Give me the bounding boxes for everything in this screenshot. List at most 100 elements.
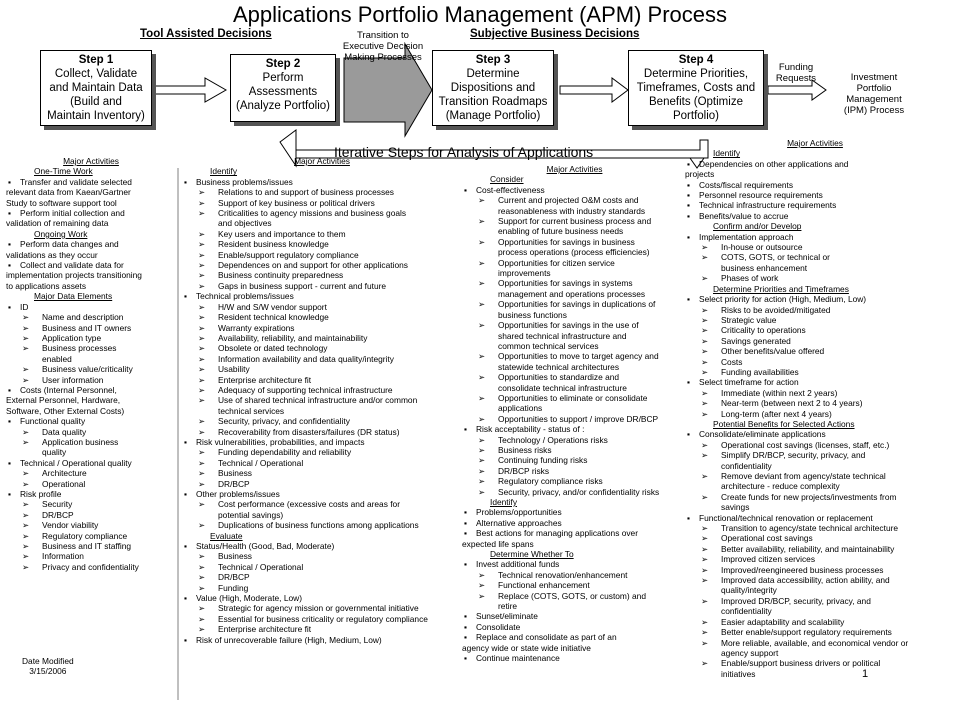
sub-bullet-item: ➢Funding [182,583,462,593]
item-text: Warranty expirations [218,322,295,333]
square-bullet-icon: ▪ [687,210,690,221]
date-modified: Date Modified 3/15/2006 [22,656,74,676]
square-bullet-icon: ▪ [687,377,690,388]
arrow-bullet-icon: ➢ [22,364,30,375]
subsection-heading: Determine Priorities and Timeframes [685,284,945,294]
sub-bullet-item: ➢Operational [6,479,176,489]
arrow-bullet-icon: ➢ [701,252,709,263]
item-text: Perform data changes and [20,239,119,250]
bullet-item: ▪Continue maintenance [462,653,687,663]
sub-bullet-item: ➢Strategic for agency mission or governm… [182,603,462,613]
sub-bullet-item: ➢Usability [182,364,462,374]
sub-bullet-item: ➢Business processes [6,343,176,353]
step-2-box[interactable]: Step 2 Perform Assessments (Analyze Port… [230,54,336,122]
arrow-bullet-icon: ➢ [478,351,486,362]
item-text: Support of key business or political dri… [218,197,375,208]
sub-bullet-item: ➢Savings generated [685,336,945,346]
square-bullet-icon: ▪ [184,489,187,499]
funding-label-line: Requests [775,73,817,84]
sub-bullet-item: ➢Business [182,551,462,561]
sub-bullet-item: ➢Better enable/support regulatory requir… [685,627,945,637]
item-text: Adequacy of supporting technical infrast… [218,384,393,395]
arrow-bullet-icon: ➢ [701,554,709,565]
sub-bullet-item: ➢Relations to and support of business pr… [182,187,462,197]
item-text: and objectives [218,218,272,229]
sub-bullet-continuation: and objectives [182,218,462,228]
sub-bullet-item: ➢Resident technical knowledge [182,312,462,322]
square-bullet-icon: ▪ [8,489,11,499]
item-text: Personnel resource requirements [699,190,823,201]
sub-bullet-continuation: management and operations processes [462,289,687,299]
bullet-item: ▪Costs (Internal Personnel, [6,385,176,395]
step-1-head: Step 1 [78,54,114,66]
step-4-line: Benefits (Optimize [649,96,743,108]
arrow-bullet-icon: ➢ [22,541,30,552]
step-2-head: Step 2 [265,58,301,70]
subsection-heading: Potential Benefits for Selected Actions [685,419,945,429]
item-text: Technical / Operational [218,561,304,572]
arrow-bullet-icon: ➢ [701,335,709,346]
square-bullet-icon: ▪ [8,301,11,312]
step-3-box[interactable]: Step 3 Determine Dispositions and Transi… [432,50,554,126]
sub-bullet-continuation: savings [685,502,945,512]
bullet-item: ▪ID [6,302,176,312]
transition-label-line: Making Processes [344,52,422,63]
square-bullet-icon: ▪ [184,436,187,447]
sub-bullet-continuation: agency support [685,648,945,658]
item-text: Business and IT owners [42,322,132,333]
step-1-box[interactable]: Step 1 Collect, Validate and Maintain Da… [40,50,152,126]
item-text: Continue maintenance [476,653,560,664]
bullet-item: ▪Technical problems/issues [182,291,462,301]
arrow-bullet-icon: ➢ [198,457,206,468]
arrow-bullet-icon: ➢ [701,595,709,606]
step-4-box[interactable]: Step 4 Determine Priorities, Timeframes,… [628,50,764,126]
sub-bullet-item: ➢Functional enhancement [462,580,687,590]
item-text: Problems/opportunities [476,507,562,518]
item-text: Technical / Operational [218,457,304,468]
bullet-continuation: agency wide or state wide initiative [462,643,687,653]
step-4-line: Timeframes, Costs and [636,82,756,94]
item-text: Opportunities to eliminate or consolidat… [498,392,648,403]
item-text: Study to software support tool [6,197,117,208]
sub-bullet-continuation: reasonableness with industry standards [462,206,687,216]
arrow-bullet-icon: ➢ [701,408,709,419]
sub-bullet-item: ➢Improved citizen services [685,554,945,564]
item-text: Usability [218,364,250,375]
bullet-item: ▪Select timeframe for action [685,377,945,387]
arrow-bullet-icon: ➢ [701,637,709,648]
step-4-head: Step 4 [678,54,714,66]
bullet-item: ▪Consolidate [462,622,687,632]
square-bullet-icon: ▪ [687,429,690,440]
arrow-bullet-icon: ➢ [701,627,709,638]
bullet-item: ▪Functional quality [6,416,176,426]
item-text: process operations (process efficiencies… [498,247,650,258]
sub-bullet-item: ➢Other benefits/value offered [685,346,945,356]
item-text: User information [42,374,104,385]
arrow-bullet-icon: ➢ [198,395,206,406]
bullet-item: ▪Cost-effectiveness [462,185,687,195]
sub-bullet-item: ➢Opportunities for savings in systems [462,278,687,288]
bullet-item: ▪ Risk vulnerabilities, probabilities, an… [182,437,462,447]
step-1-line: Collect, Validate [54,68,138,80]
square-bullet-icon: ▪ [464,621,467,632]
item-text: Transfer and validate selected [20,176,132,187]
item-text: potential savings) [218,509,284,520]
subsection-heading: Identify [685,148,945,158]
arrow-bullet-icon: ➢ [701,616,709,627]
arrow-bullet-icon: ➢ [198,343,206,354]
item-text: Identify [490,497,518,507]
bullet-item: ▪Costs/fiscal requirements [685,180,945,190]
item-text: Risk vulnerabilities, probabilities, and… [196,436,365,447]
sub-bullet-continuation: shared technical infrastructure and [462,331,687,341]
square-bullet-icon: ▪ [464,559,467,570]
item-text: Cost-effectiveness [476,184,545,195]
arrow-bullet-icon: ➢ [198,249,206,260]
subsection-heading: Identify [462,497,687,507]
item-text: management and operations processes [498,288,646,299]
date-modified-label: Date Modified [22,656,74,666]
arrow-bullet-icon: ➢ [198,416,206,427]
arrow-bullet-icon: ➢ [198,478,206,489]
sub-bullet-item: ➢Continuing funding risks [462,455,687,465]
sub-bullet-item: ➢Opportunities to eliminate or consolida… [462,393,687,403]
item-text: Sunset/eliminate [476,611,538,622]
